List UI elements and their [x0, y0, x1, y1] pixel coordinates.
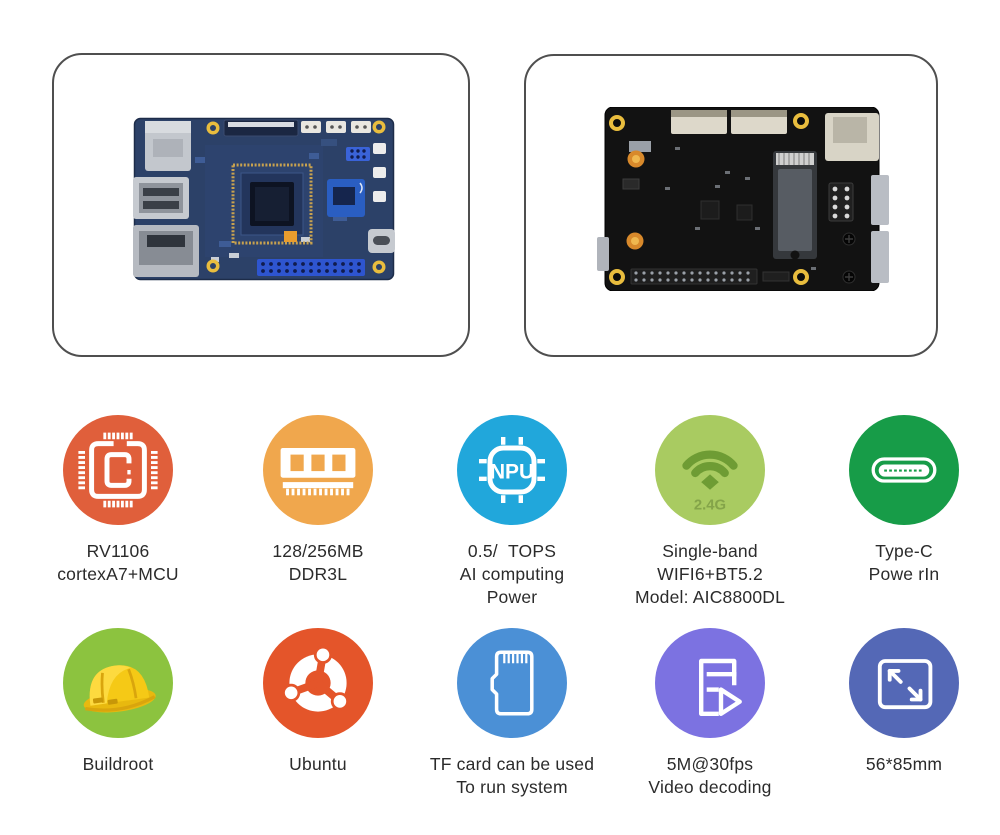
feature-typec: Type-C Powe rIn	[804, 415, 1000, 586]
pcb-front-illustration	[133, 117, 395, 281]
feature-label-line: 128/256MB	[272, 541, 364, 561]
ubuntu-logo-icon	[263, 628, 373, 738]
feature-label-line: Power	[486, 587, 538, 607]
feature-label-line: RV1106	[86, 541, 150, 561]
hard-hat-icon	[63, 628, 173, 738]
feature-tfcard-label: TF card can be used To run system	[412, 753, 612, 799]
feature-label-line: To run system	[456, 777, 568, 797]
feature-ram: 128/256MB DDR3L	[218, 415, 418, 586]
feature-npu-label: 0.5/ TOPS AI computing Power	[412, 540, 612, 609]
wifi-icon: 2.4G	[655, 415, 765, 525]
svg-text:2.4G: 2.4G	[694, 498, 726, 514]
feature-label-line: WIFI6+BT5.2	[657, 564, 763, 584]
feature-label-line: Buildroot	[82, 754, 154, 774]
cpu-chip-icon	[63, 415, 173, 525]
feature-buildroot: Buildroot	[18, 628, 218, 776]
feature-cpu: RV1106 cortexA7+MCU	[18, 415, 218, 586]
feature-npu: NPU 0.5/ TOPS AI computing Power	[412, 415, 612, 609]
feature-ram-label: 128/256MB DDR3L	[218, 540, 418, 586]
board-back-card	[524, 54, 938, 357]
feature-buildroot-label: Buildroot	[18, 753, 218, 776]
feature-wifi-label: Single-band WIFI6+BT5.2 Model: AIC8800DL	[610, 540, 810, 609]
feature-typec-label: Type-C Powe rIn	[804, 540, 1000, 586]
feature-label-line: DDR3L	[288, 564, 348, 584]
feature-size: 56*85mm	[804, 628, 1000, 776]
feature-label-line: Ubuntu	[289, 754, 347, 774]
feature-label-line: Video decoding	[648, 777, 772, 797]
board-front-card	[52, 53, 470, 357]
feature-video: 5M@30fps Video decoding	[610, 628, 810, 799]
feature-label-line: Model: AIC8800DL	[634, 587, 786, 607]
feature-wifi: 2.4G Single-band WIFI6+BT5.2 Model: AIC8…	[610, 415, 810, 609]
feature-ubuntu: Ubuntu	[218, 628, 418, 776]
tf-card-icon	[457, 628, 567, 738]
feature-tfcard: TF card can be used To run system	[412, 628, 612, 799]
video-document-icon	[655, 628, 765, 738]
feature-label-line: Type-C	[875, 541, 933, 561]
feature-label-line: Single-band	[662, 541, 758, 561]
npu-chip-icon: NPU	[457, 415, 567, 525]
feature-label-line: cortexA7+MCU	[57, 564, 179, 584]
feature-size-label: 56*85mm	[804, 753, 1000, 776]
feature-cpu-label: RV1106 cortexA7+MCU	[18, 540, 218, 586]
type-c-connector-icon	[849, 415, 959, 525]
pcb-back-illustration	[597, 107, 889, 291]
feature-label-line: 5M@30fps	[666, 754, 754, 774]
feature-label-line: 0.5/ TOPS	[467, 541, 557, 561]
feature-label-line: TF card can be used	[429, 754, 595, 774]
resize-dimensions-icon	[849, 628, 959, 738]
feature-video-label: 5M@30fps Video decoding	[610, 753, 810, 799]
feature-label-line: Powe rIn	[868, 564, 940, 584]
feature-label-line: 56*85mm	[865, 754, 943, 774]
ram-module-icon	[263, 415, 373, 525]
feature-ubuntu-label: Ubuntu	[218, 753, 418, 776]
feature-label-line: AI computing	[459, 564, 565, 584]
svg-text:NPU: NPU	[490, 460, 534, 483]
